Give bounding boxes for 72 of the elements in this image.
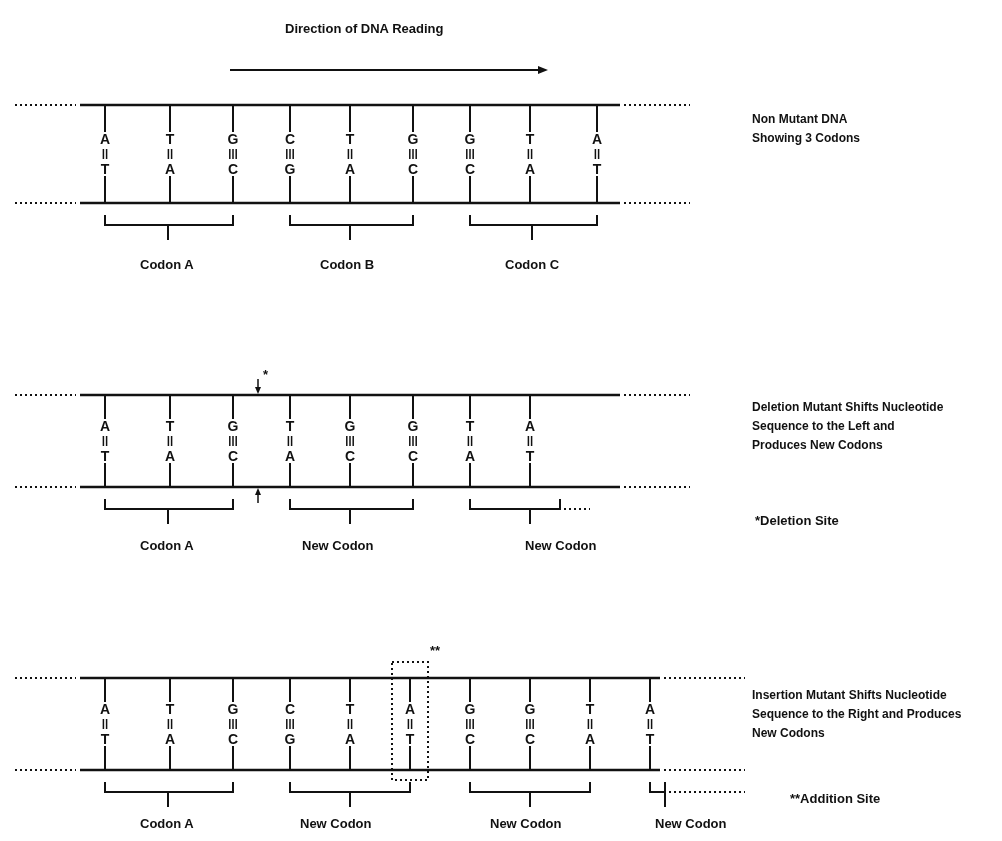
codon-label: New Codon: [525, 537, 597, 555]
base-letter: G: [463, 132, 477, 146]
base-letter: A: [98, 132, 112, 146]
codon-label: New Codon: [302, 537, 374, 555]
site-note: *Deletion Site: [755, 512, 839, 530]
codon-label: Codon A: [140, 815, 194, 833]
direction-caption: Direction of DNA Reading: [285, 20, 444, 38]
base-letter: C: [226, 449, 240, 463]
base-letter: T: [99, 732, 111, 746]
base-letter: C: [463, 732, 477, 746]
base-letter: C: [406, 162, 420, 176]
base-letter: T: [644, 732, 656, 746]
base-letter: T: [164, 419, 176, 433]
base-letter: C: [226, 162, 240, 176]
codon-label: New Codon: [490, 815, 562, 833]
base-letter: C: [283, 132, 297, 146]
base-letter: A: [98, 702, 112, 716]
base-letter: G: [226, 132, 240, 146]
base-letter: C: [523, 732, 537, 746]
base-letter: T: [344, 702, 356, 716]
base-letter: A: [343, 732, 357, 746]
base-letter: G: [226, 419, 240, 433]
base-letter: C: [226, 732, 240, 746]
base-letter: G: [523, 702, 537, 716]
base-letter: T: [164, 702, 176, 716]
codon-label: New Codon: [300, 815, 372, 833]
base-letter: G: [463, 702, 477, 716]
base-letter: A: [463, 449, 477, 463]
base-letter: A: [163, 449, 177, 463]
mutation-description: Insertion Mutant Shifts Nucleotide Sequence to the Right and Produces New Codons: [752, 687, 963, 742]
base-letter: A: [583, 732, 597, 746]
base-letter: C: [463, 162, 477, 176]
base-letter: A: [403, 702, 417, 716]
base-letter: G: [406, 419, 420, 433]
base-letter: G: [343, 419, 357, 433]
codon-label: Codon A: [140, 537, 194, 555]
base-letter: G: [283, 732, 297, 746]
base-letter: T: [524, 132, 536, 146]
base-letter: T: [164, 132, 176, 146]
base-letter: T: [404, 732, 416, 746]
base-letter: A: [523, 419, 537, 433]
codon-label: Codon B: [320, 256, 375, 274]
base-letter: T: [524, 449, 536, 463]
base-letter: G: [406, 132, 420, 146]
base-letter: A: [283, 449, 297, 463]
codon-label: New Codon: [655, 815, 727, 833]
base-letter: T: [99, 162, 111, 176]
base-letter: T: [344, 132, 356, 146]
base-letter: A: [343, 162, 357, 176]
base-letter: T: [584, 702, 596, 716]
codon-label: Codon A: [140, 256, 194, 274]
mutation-description: Deletion Mutant Shifts Nucleotide Sequence to the Left and Produces New Codons: [752, 399, 945, 454]
base-letter: C: [406, 449, 420, 463]
site-note: **Addition Site: [790, 790, 881, 808]
base-letter: A: [163, 162, 177, 176]
base-letter: G: [226, 702, 240, 716]
base-letter: A: [643, 702, 657, 716]
base-letter: T: [464, 419, 476, 433]
base-letter: A: [523, 162, 537, 176]
base-letter: C: [283, 702, 297, 716]
base-letter: G: [283, 162, 297, 176]
base-letter: A: [590, 132, 604, 146]
base-letter: A: [163, 732, 177, 746]
base-letter: C: [343, 449, 357, 463]
mutation-description: Non Mutant DNA Showing 3 Codons: [752, 111, 861, 147]
base-letter: A: [98, 419, 112, 433]
base-letter: T: [99, 449, 111, 463]
site-asterisk: *: [263, 366, 269, 384]
codon-label: Codon C: [505, 256, 560, 274]
site-asterisk: **: [430, 642, 441, 660]
base-letter: T: [284, 419, 296, 433]
base-letter: T: [591, 162, 603, 176]
